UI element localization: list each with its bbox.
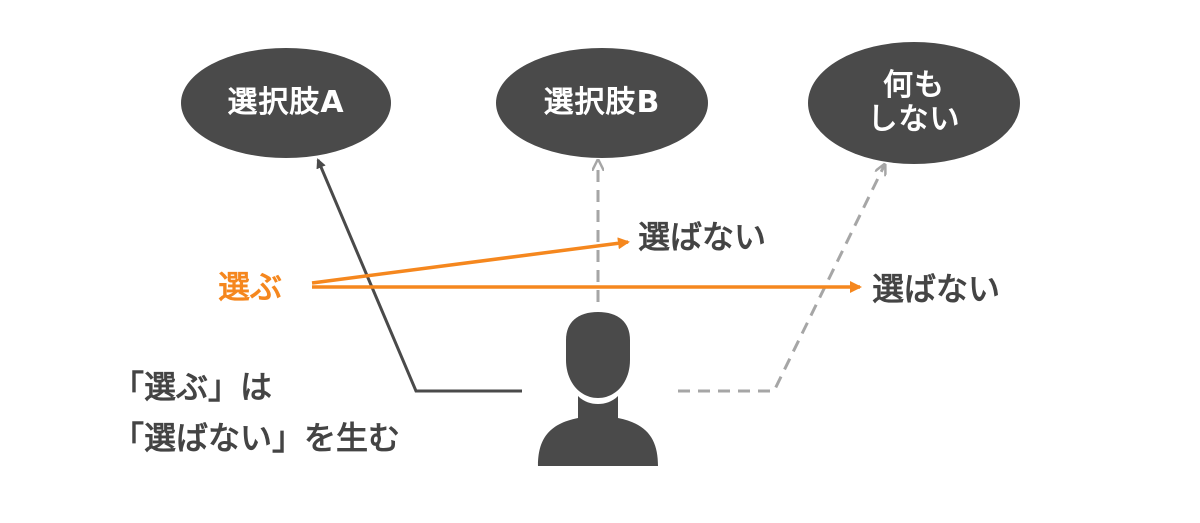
- do-nothing-node: 何も しない: [808, 42, 1020, 164]
- option-b-label: 選択肢B: [543, 84, 661, 120]
- orange-arrow-upper: [311, 237, 630, 285]
- option-a-label: 選択肢A: [227, 84, 345, 120]
- person-silhouette-icon: [538, 312, 658, 466]
- connector-to-option-a: [316, 158, 522, 393]
- caption-line2: 「選ばない」を生む: [112, 419, 401, 458]
- connector-to-do-nothing: [678, 166, 884, 393]
- choose-label: 選ぶ: [218, 268, 283, 306]
- option-a-node: 選択肢A: [181, 48, 391, 158]
- not-choose-label-lower: 選ばない: [872, 270, 1001, 308]
- caption: 「選ぶ」は 「選ばない」を生む: [112, 362, 400, 464]
- caption-line1: 「選ぶ」は: [112, 368, 273, 406]
- do-nothing-label-line2: しない: [867, 102, 961, 137]
- not-choose-label-upper: 選ばない: [638, 218, 767, 256]
- do-nothing-label-line1: 何も: [883, 67, 945, 103]
- option-b-node: 選択肢B: [496, 48, 708, 158]
